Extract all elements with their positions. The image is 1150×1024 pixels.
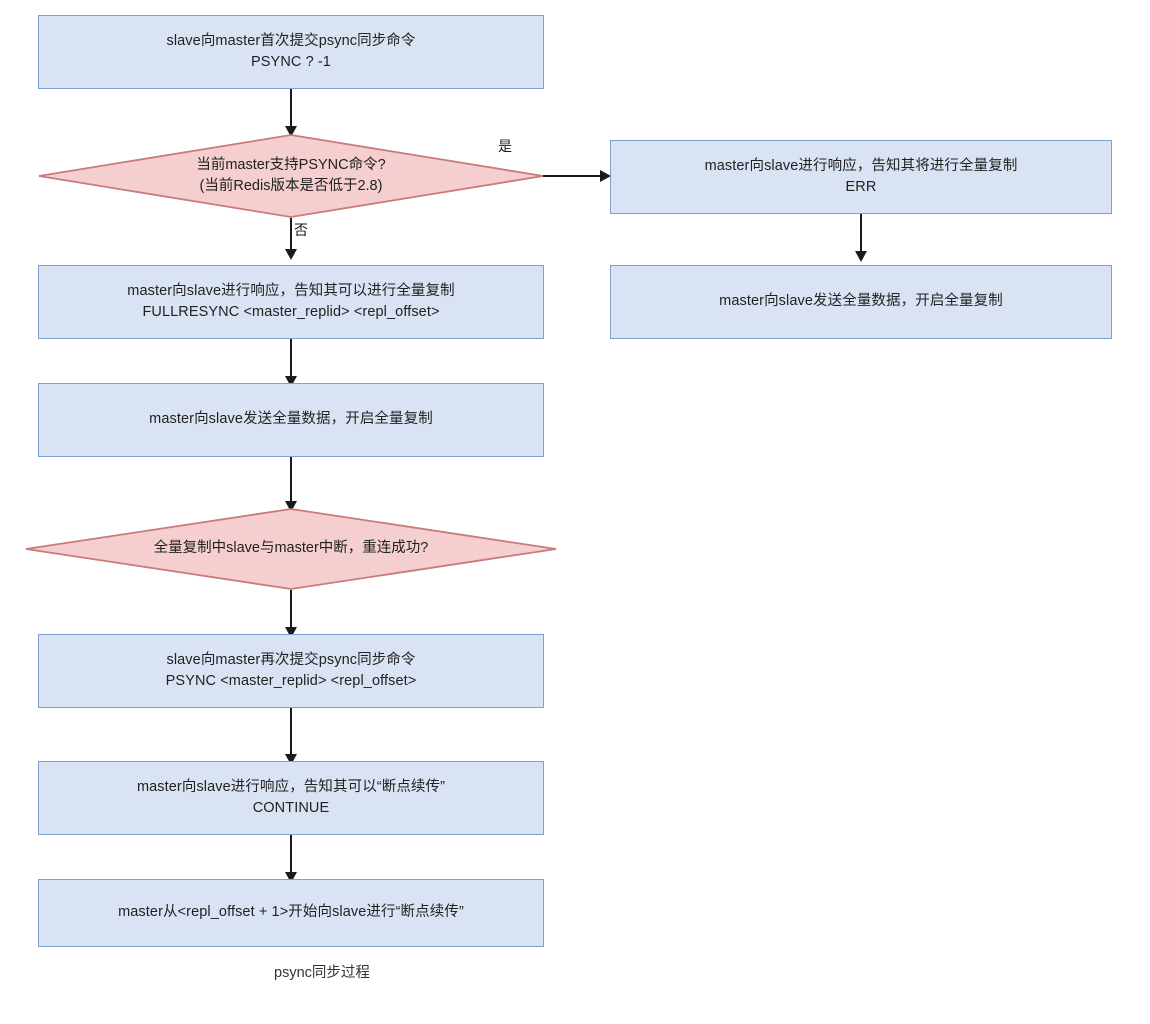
node-continue-response[interactable]: master向slave进行响应，告知其可以“断点续传” CONTINUE — [38, 761, 544, 835]
node-decision-support-psync[interactable]: 当前master支持PSYNC命令? (当前Redis版本是否低于2.8) — [38, 134, 544, 218]
edge-reconnect-to-second-psync — [290, 590, 292, 632]
node-fullresync-response[interactable]: master向slave进行响应，告知其可以进行全量复制 FULLRESYNC … — [38, 265, 544, 339]
edge-decision-yes-to-err — [543, 175, 607, 177]
edge-label-yes: 是 — [498, 138, 512, 154]
edge-label-no: 否 — [294, 222, 308, 238]
edge-decision-no-to-fullresync — [290, 218, 292, 253]
decision-diamond-shape — [38, 134, 544, 218]
node-err-response[interactable]: master向slave进行响应，告知其将进行全量复制 ERR — [610, 140, 1112, 214]
node-second-psync[interactable]: slave向master再次提交psync同步命令 PSYNC <master_… — [38, 634, 544, 708]
edge-first-psync-to-decision — [290, 89, 292, 131]
node-decision-reconnect[interactable]: 全量复制中slave与master中断，重连成功? — [25, 508, 557, 590]
decision-diamond-shape-2 — [25, 508, 557, 590]
edge-fullresync-to-full-data — [290, 339, 292, 381]
diagram-caption: psync同步过程 — [274, 965, 370, 981]
edge-second-psync-to-continue — [290, 708, 292, 759]
arrow-first-psync-to-decision — [284, 126, 297, 137]
arrow-err-to-full-data-right — [854, 251, 867, 262]
arrow-fullresync-to-full-data — [284, 376, 297, 387]
arrow-decision-no — [284, 249, 297, 260]
node-first-psync[interactable]: slave向master首次提交psync同步命令 PSYNC ? -1 — [38, 15, 544, 89]
edge-err-to-full-data-right — [860, 214, 862, 256]
node-decision-support-psync-label: 当前master支持PSYNC命令? (当前Redis版本是否低于2.8) — [196, 156, 386, 194]
node-send-full-data-left[interactable]: master向slave发送全量数据，开启全量复制 — [38, 383, 544, 457]
node-send-full-data-right[interactable]: master向slave发送全量数据，开启全量复制 — [610, 265, 1112, 339]
arrow-second-psync-to-continue — [284, 754, 297, 765]
arrow-reconnect-to-second-psync — [284, 627, 297, 638]
node-decision-reconnect-label: 全量复制中slave与master中断，重连成功? — [153, 540, 429, 557]
arrow-continue-to-resume — [284, 872, 297, 883]
edge-continue-to-resume — [290, 835, 292, 877]
edge-full-data-to-reconnect — [290, 457, 292, 507]
node-resume-transfer[interactable]: master从<repl_offset + 1>开始向slave进行“断点续传” — [38, 879, 544, 947]
arrow-decision-yes — [600, 169, 611, 182]
arrow-full-data-to-reconnect — [284, 501, 297, 512]
